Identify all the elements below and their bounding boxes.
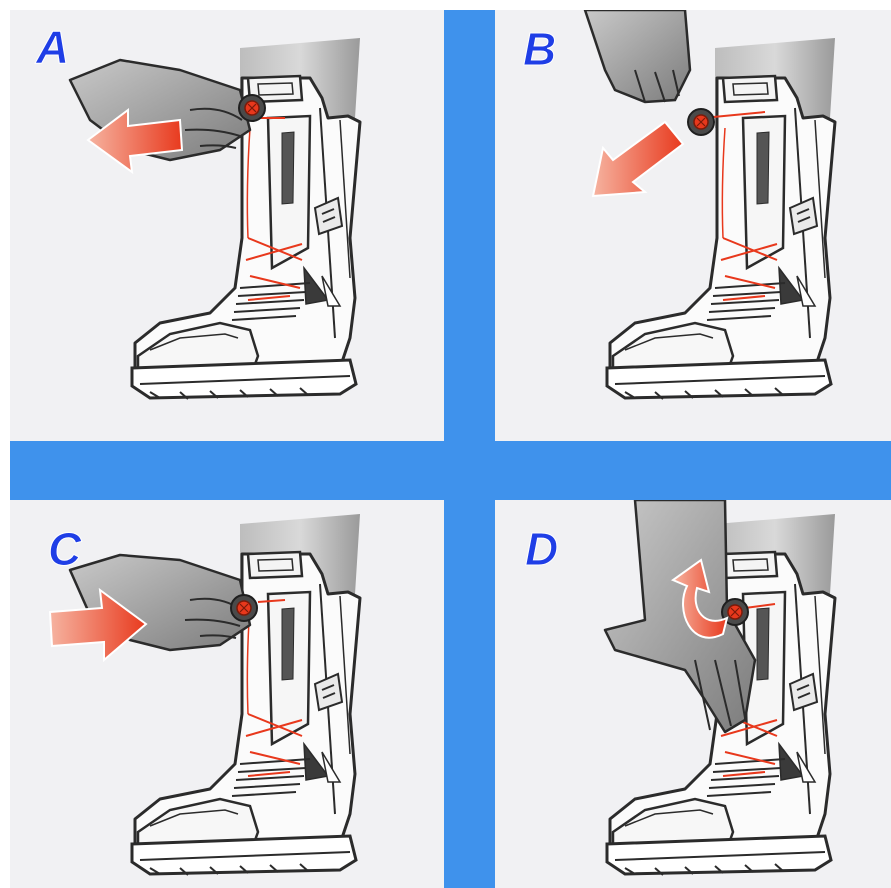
step-d-panel: D	[495, 500, 891, 888]
hand-illustration	[585, 10, 690, 102]
step-c-panel: C	[10, 500, 444, 888]
step-b-panel: B	[495, 10, 891, 441]
step-a-panel: A	[10, 10, 444, 441]
step-a-illustration	[10, 10, 444, 441]
arrow-down-left-icon	[593, 122, 683, 196]
lacing-dial-icon	[239, 95, 265, 121]
step-a-label: A	[36, 24, 69, 70]
step-d-label: D	[525, 526, 558, 572]
step-c-label: C	[48, 526, 81, 572]
horizontal-divider	[10, 441, 891, 500]
step-b-label: B	[523, 26, 556, 72]
